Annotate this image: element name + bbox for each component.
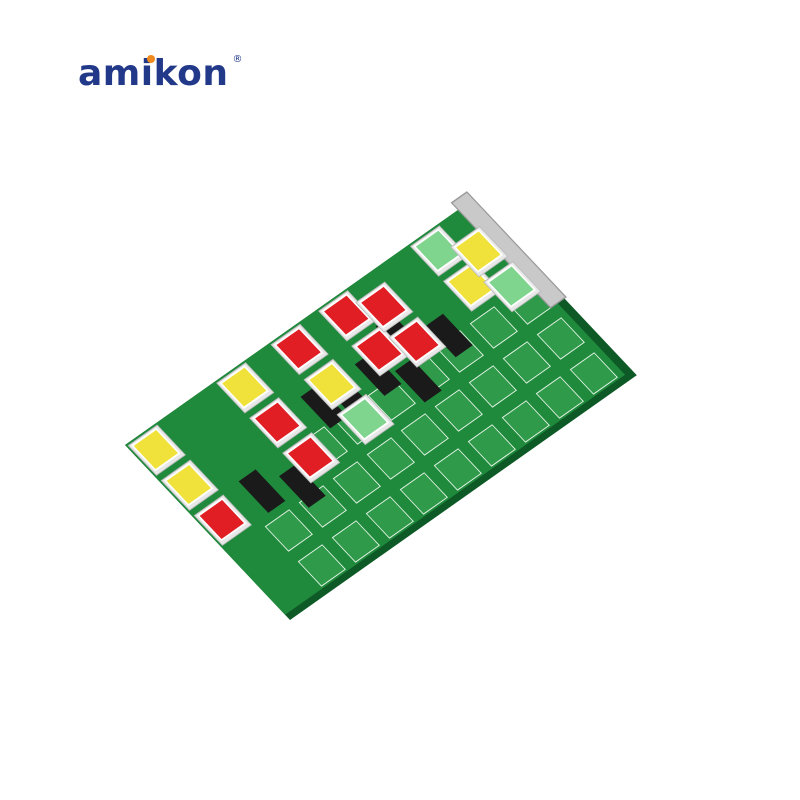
circuit-board xyxy=(125,191,637,620)
red-indicator-button xyxy=(273,326,324,371)
logo-dot xyxy=(147,55,155,63)
solder-pad xyxy=(366,437,415,480)
ic-chip xyxy=(395,359,442,403)
yellow-indicator-button xyxy=(164,462,214,507)
solder-pad xyxy=(536,317,585,360)
indicator-buttons xyxy=(127,225,542,546)
solder-pad xyxy=(469,306,518,349)
amikon-logo: amikon ® xyxy=(78,52,242,96)
solder-pad xyxy=(433,448,482,491)
solder-pad xyxy=(467,424,516,467)
solder-pad xyxy=(502,341,551,384)
solder-pad xyxy=(332,461,381,504)
ic-chip xyxy=(300,384,348,429)
ic-chip xyxy=(426,313,473,358)
red-indicator-button xyxy=(285,435,336,479)
solder-pad xyxy=(501,400,550,443)
solder-pad xyxy=(468,365,517,408)
solder-pad xyxy=(365,496,414,539)
yellow-indicator-button xyxy=(453,229,504,273)
red-indicator-button xyxy=(391,319,442,364)
red-indicator-button xyxy=(197,497,247,542)
yellow-indicator-button xyxy=(446,263,496,308)
solder-pad xyxy=(399,472,448,515)
green-indicator-button xyxy=(413,228,463,273)
yellow-indicator-button xyxy=(219,365,270,409)
red-indicator-button xyxy=(354,328,405,372)
ic-chip xyxy=(279,464,326,508)
ic-chip xyxy=(238,469,286,513)
red-indicator-button xyxy=(252,400,303,444)
solder-pad xyxy=(569,352,618,395)
green-indicator-button xyxy=(339,396,390,441)
solder-pad xyxy=(264,509,313,552)
green-indicator-button xyxy=(486,264,537,308)
red-indicator-button xyxy=(321,293,372,337)
yellow-indicator-button xyxy=(306,361,357,406)
solder-pad xyxy=(297,544,346,587)
solder-pad xyxy=(535,376,584,419)
red-indicator-button xyxy=(358,284,409,329)
solder-pad xyxy=(400,413,449,456)
registered-mark: ® xyxy=(232,54,243,65)
yellow-indicator-button xyxy=(131,427,181,472)
logo-word: amikon xyxy=(78,52,228,96)
solder-pad xyxy=(331,520,380,563)
solder-pad xyxy=(434,389,483,432)
